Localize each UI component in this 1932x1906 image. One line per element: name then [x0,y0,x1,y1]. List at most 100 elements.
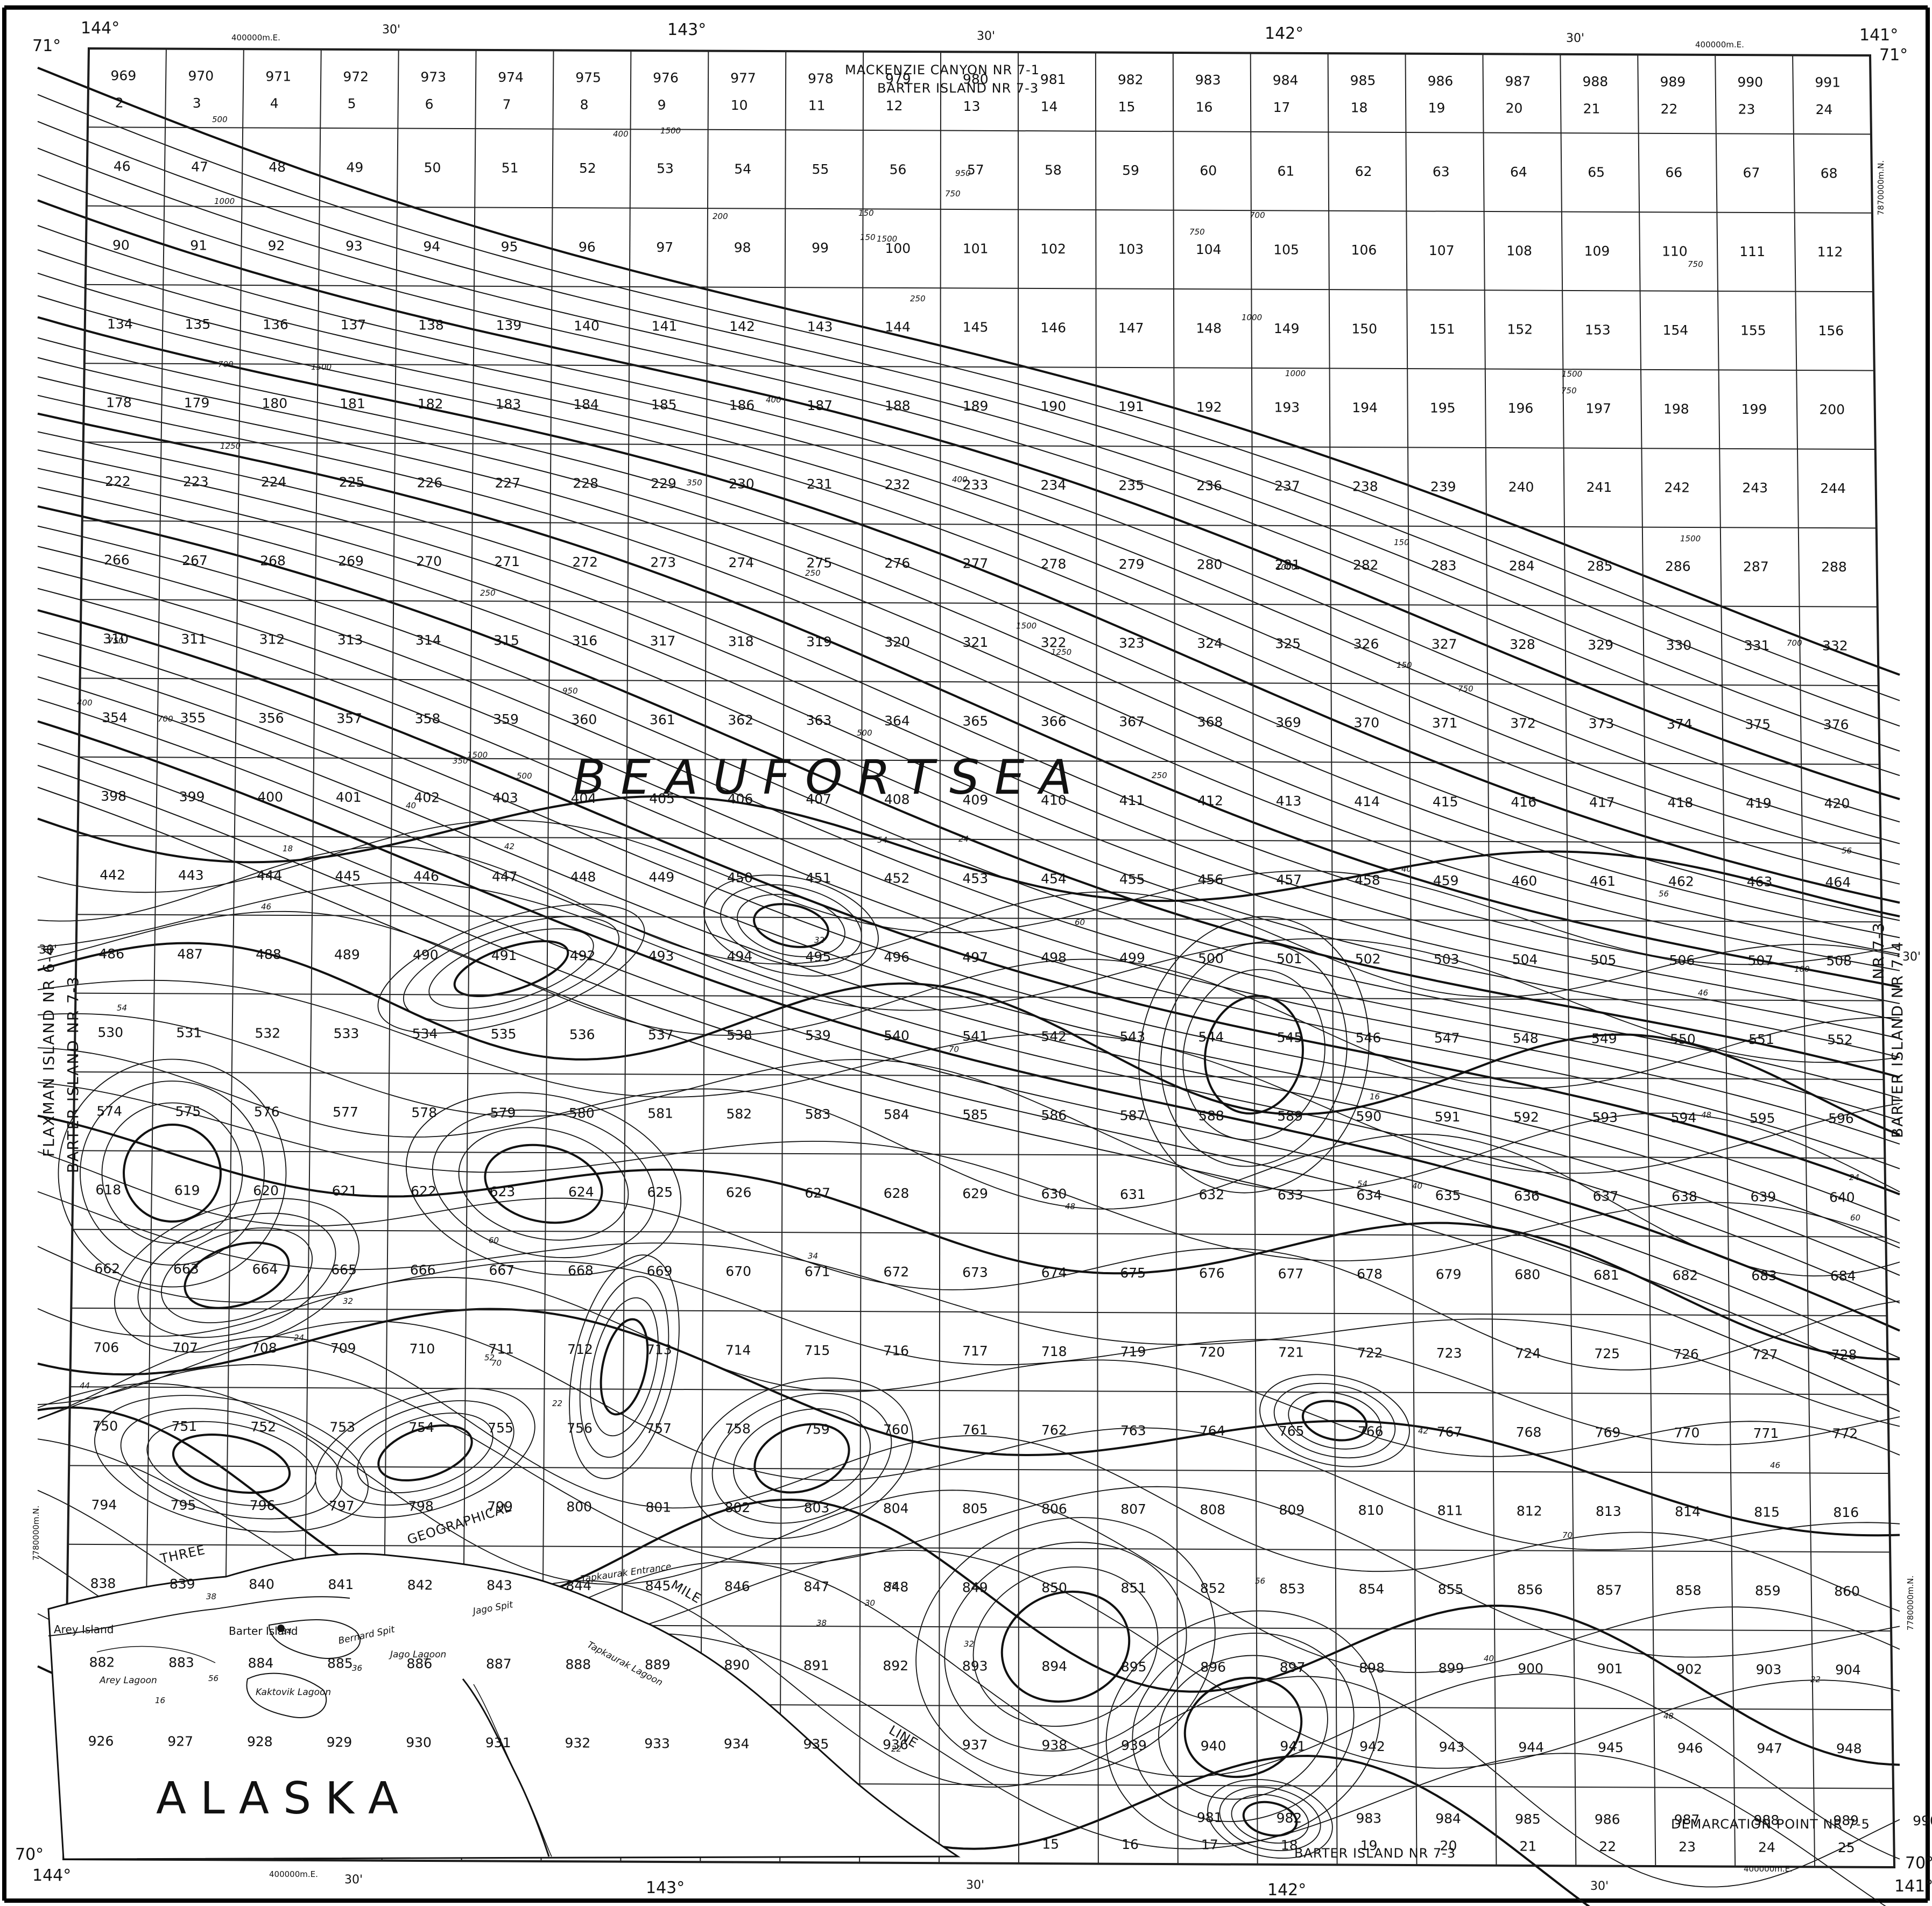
block-number: 715 [805,1343,830,1358]
block-number: 190 [1040,399,1066,414]
closed-depth-contour [590,1297,659,1437]
block-number: 677 [1278,1266,1304,1281]
contour-value-label: 40 [1401,864,1412,874]
block-number: 24 [1816,102,1833,117]
block-number: 977 [730,70,756,86]
lon-label-top-142: 142° [1265,24,1303,43]
grid-parallel [68,1543,1891,1553]
grid-parallel [79,756,1880,765]
block-number: 188 [885,398,911,413]
contour-value-label: 700 [158,714,173,724]
grid-meridian [1405,53,1418,1866]
block-number: 673 [962,1265,988,1280]
contour-value-label: 750 [1688,259,1703,269]
block-number: 976 [653,70,679,86]
depth-contour [37,654,1900,1248]
block-number: 236 [1196,478,1222,493]
block-number: 975 [575,70,601,86]
block-number: 18 [1351,100,1368,116]
block-number: 99 [812,240,829,256]
contour-value-label: 950 [562,686,578,696]
adjoining-sheet-right-1: BARTER ISLAND NR 7-4 [1888,941,1906,1138]
block-number: 798 [408,1498,434,1514]
block-number: 10 [731,97,748,113]
block-number: 620 [253,1183,279,1198]
block-number: 98 [734,240,751,256]
block-number: 663 [173,1261,199,1277]
block-number: 759 [804,1421,830,1437]
block-number: 545 [1277,1029,1303,1045]
block-number: 59 [1122,163,1139,178]
block-number: 17 [1273,100,1291,115]
block-number: 187 [807,398,833,413]
block-number: 288 [1821,559,1847,575]
depth-contour [37,67,1900,676]
block-number: 58 [1045,163,1062,178]
block-number: 416 [1511,794,1536,810]
block-number: 681 [1593,1267,1619,1283]
depth-contour [37,1082,1900,1262]
block-number: 329 [1588,637,1613,653]
contour-value-label: 250 [805,568,821,578]
lon-label-top-143: 143° [667,20,706,39]
block-number: 461 [1590,873,1616,889]
block-number: 894 [1041,1658,1067,1674]
block-number: 460 [1512,873,1538,888]
block-number: 314 [415,632,441,648]
depth-contour [37,588,1900,1169]
block-number: 25 [1838,1840,1855,1855]
block-number: 971 [265,68,291,84]
barter-island-marker [277,1625,285,1632]
block-number: 488 [256,947,281,962]
block-number: 983 [1356,1811,1381,1826]
block-number: 893 [962,1658,988,1674]
closed-depth-contour [1183,1676,1303,1778]
contour-value-label: 1000 [1242,313,1262,322]
block-number: 316 [572,633,597,648]
contour-value-label: 750 [945,189,961,199]
block-number: 15 [1118,99,1136,115]
block-number: 50 [424,160,441,175]
grid-meridian [1637,54,1656,1867]
contour-value-label: 38 [816,1618,827,1628]
block-number: 770 [1674,1425,1700,1441]
block-number: 110 [1662,244,1688,259]
block-number: 891 [803,1657,829,1673]
contour-value-label: 48 [1663,1711,1674,1721]
contour-value-label: 100 [1794,964,1810,974]
block-number: 530 [97,1025,123,1040]
contour-value-label: 500 [517,771,532,781]
block-number: 462 [1668,874,1694,890]
closed-depth-contour [1138,916,1370,1194]
block-number: 19 [1360,1838,1378,1853]
block-number: 183 [496,397,521,412]
closed-depth-contour [972,1566,1159,1727]
block-number: 225 [339,475,365,490]
block-number: 46 [114,159,131,174]
block-number: 274 [728,555,754,570]
block-number: 618 [95,1182,121,1198]
block-number: 412 [1197,793,1223,809]
block-number: 765 [1279,1423,1305,1439]
block-number: 7 [503,96,511,112]
block-number: 280 [1197,557,1223,573]
utm-bottom-right-easting: 400000m.E. [1744,1864,1793,1874]
block-number: 365 [963,713,989,729]
grid-parallel [71,1307,1887,1317]
depth-contour [37,431,1900,1004]
contour-value-label: 46 [1770,1460,1780,1470]
block-number: 980 [963,71,989,87]
block-number: 364 [884,713,910,729]
block-number: 374 [1667,716,1693,732]
block-number: 896 [1200,1660,1226,1675]
grid-meridian [1250,53,1258,1865]
block-number: 981 [1197,1810,1223,1825]
block-number: 156 [1818,323,1844,338]
contour-value-label: 150 [1394,538,1409,547]
block-number: 197 [1585,401,1611,417]
grid-meridian [63,48,89,1860]
block-number: 109 [1584,243,1610,259]
contour-value-label: 350 [453,756,468,766]
block-number: 150 [1351,321,1377,337]
block-number: 275 [807,555,833,571]
